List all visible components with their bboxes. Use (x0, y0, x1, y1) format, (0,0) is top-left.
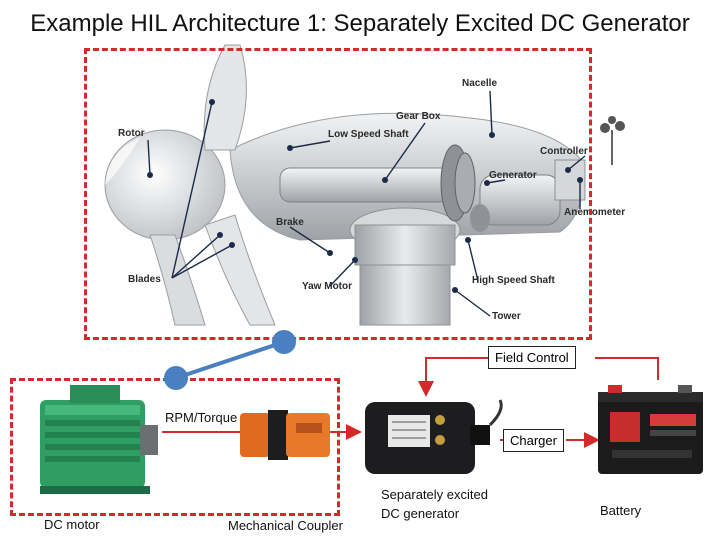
mechanical-coupler-label: Mechanical Coupler (228, 518, 343, 533)
field-control-line (595, 357, 659, 380)
turbine-body (104, 44, 625, 326)
label-tower: Tower (492, 311, 521, 322)
link-line (175, 340, 285, 380)
label-yaw-motor: Yaw Motor (302, 281, 353, 292)
link-node-top (272, 330, 296, 354)
field-control-arrow (418, 357, 488, 397)
dc-motor-image (40, 385, 158, 494)
link-node-bottom (164, 366, 188, 390)
label-blades: Blades (128, 274, 161, 285)
label-brake: Brake (276, 217, 304, 228)
pointer-lines (147, 90, 586, 317)
label-nacelle: Nacelle (462, 78, 498, 89)
battery-image (598, 385, 703, 474)
slide-title: Example HIL Architecture 1: Separately E… (30, 10, 690, 37)
rpm-torque-label: RPM/Torque (165, 410, 238, 425)
label-anemometer: Anemometer (564, 207, 626, 218)
field-control-box: Field Control (488, 346, 576, 369)
charger-box: Charger (503, 429, 564, 452)
generator-label-line1: Separately excited (381, 487, 488, 502)
label-low-speed-shaft: Low Speed Shaft (328, 129, 409, 140)
label-gear-box: Gear Box (396, 111, 441, 122)
battery-label: Battery (600, 503, 642, 518)
generator-label-line2: DC generator (381, 506, 460, 521)
label-generator: Generator (489, 170, 537, 181)
turbine-dashed-box (84, 48, 592, 340)
dc-motor-label: DC motor (44, 517, 100, 532)
pointer-dots (147, 99, 583, 293)
mechanical-coupler-image (240, 410, 330, 460)
label-rotor: Rotor (118, 128, 145, 139)
label-controller: Controller (540, 146, 588, 157)
dc-generator-image (365, 399, 503, 474)
label-high-speed-shaft: High Speed Shaft (472, 275, 555, 286)
